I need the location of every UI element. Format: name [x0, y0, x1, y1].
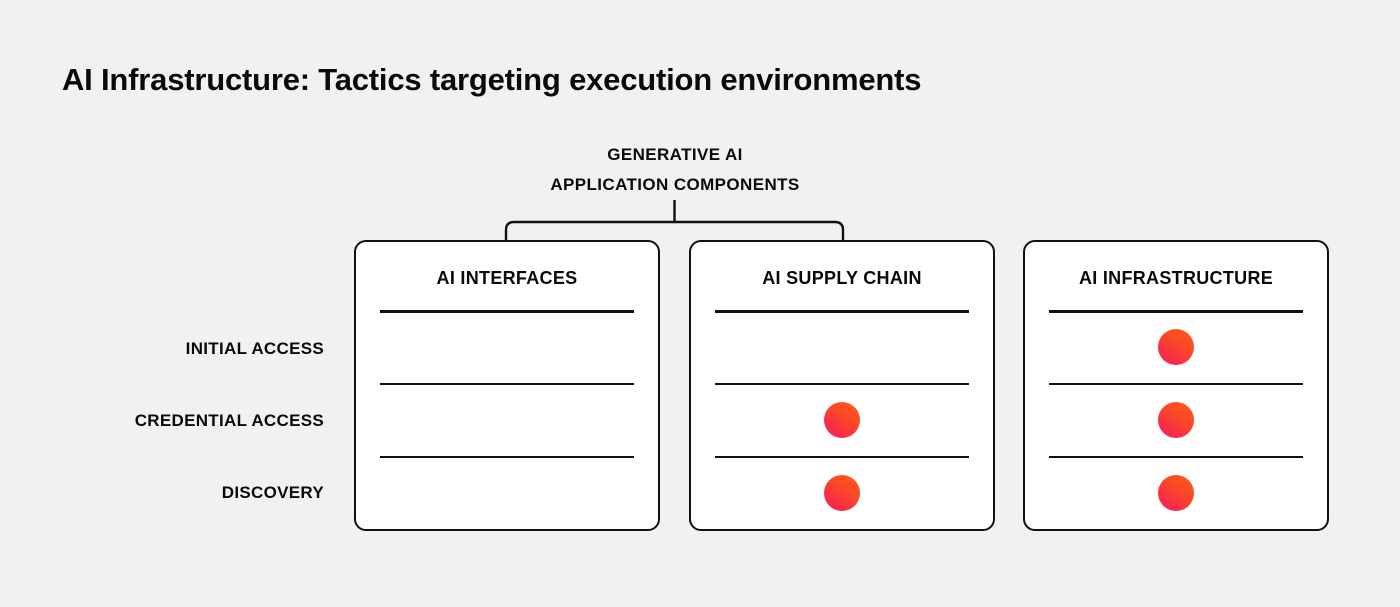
- column-title-ai-infrastructure: AI INFRASTRUCTURE: [1078, 268, 1274, 288]
- cell-ai-infrastructure-discovery[interactable]: [1025, 457, 1327, 529]
- tactic-dot: [1158, 475, 1194, 511]
- group-bracket: [495, 198, 855, 242]
- tactic-dot: [1158, 329, 1194, 365]
- row-divider-2: [1049, 456, 1303, 458]
- cell-ai-interfaces-credential-access[interactable]: [356, 384, 658, 456]
- column-ai-supply-chain[interactable]: AI SUPPLY CHAIN: [689, 240, 995, 531]
- column-title-underline: [715, 310, 969, 313]
- tactic-dot: [1158, 402, 1194, 438]
- column-title-ai-supply-chain: AI SUPPLY CHAIN: [762, 268, 922, 288]
- row-divider-2: [380, 456, 634, 458]
- row-label-discovery: DISCOVERY: [221, 483, 324, 502]
- cell-ai-interfaces-initial-access[interactable]: [356, 311, 658, 383]
- row-divider-2: [715, 456, 969, 458]
- tactic-dot: [824, 475, 860, 511]
- row-label-initial-access: INITIAL ACCESS: [185, 339, 324, 358]
- group-header: GENERATIVE AI APPLICATION COMPONENTS: [440, 140, 910, 201]
- cell-ai-infrastructure-initial-access[interactable]: [1025, 311, 1327, 383]
- column-ai-interfaces[interactable]: AI INTERFACES: [354, 240, 660, 531]
- cell-ai-infrastructure-credential-access[interactable]: [1025, 384, 1327, 456]
- row-divider-1: [380, 383, 634, 385]
- column-title-underline: [1049, 310, 1303, 313]
- column-title-ai-interfaces: AI INTERFACES: [436, 268, 578, 288]
- group-bracket-icon: [504, 200, 845, 242]
- group-header-line-2: APPLICATION COMPONENTS: [550, 175, 800, 195]
- column-ai-infrastructure[interactable]: AI INFRASTRUCTURE: [1023, 240, 1329, 531]
- cell-ai-interfaces-discovery[interactable]: [356, 457, 658, 529]
- cell-ai-supply-chain-credential-access[interactable]: [691, 384, 993, 456]
- row-divider-1: [1049, 383, 1303, 385]
- group-header-line-1: GENERATIVE AI: [607, 145, 743, 164]
- cell-ai-supply-chain-discovery[interactable]: [691, 457, 993, 529]
- row-label-credential-access: CREDENTIAL ACCESS: [134, 411, 324, 430]
- row-divider-1: [715, 383, 969, 385]
- page-title: AI Infrastructure: Tactics targeting exe…: [62, 62, 922, 97]
- column-title-underline: [380, 310, 634, 313]
- cell-ai-supply-chain-initial-access[interactable]: [691, 311, 993, 383]
- tactic-dot: [824, 402, 860, 438]
